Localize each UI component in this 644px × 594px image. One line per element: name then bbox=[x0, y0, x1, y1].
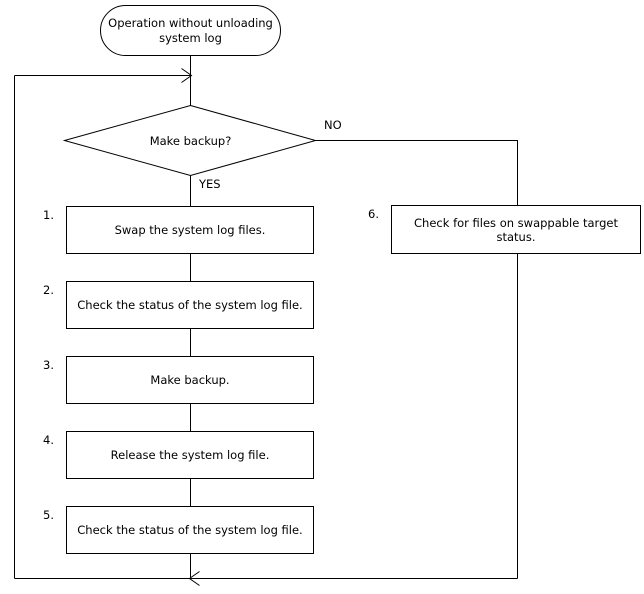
arrowhead-loop-right bbox=[181, 68, 193, 83]
step-number-1: 1. bbox=[43, 208, 54, 222]
step-label-3: Make backup. bbox=[150, 373, 230, 387]
connector-no-to-step6 bbox=[315, 140, 518, 206]
step-box-2 bbox=[66, 281, 314, 329]
step-label-6: Check for files on swappable target stat… bbox=[414, 215, 618, 244]
step-box-3 bbox=[66, 356, 314, 404]
step-number-5: 5. bbox=[43, 508, 54, 522]
decision-label: Make backup? bbox=[149, 133, 232, 148]
step-label-4: Release the system log file. bbox=[110, 448, 270, 462]
step-box-4 bbox=[66, 431, 314, 479]
step-label-5: Check the status of the system log file. bbox=[77, 523, 303, 537]
step-box-1 bbox=[66, 206, 314, 254]
step-box-6 bbox=[391, 205, 641, 254]
decision-no-label: NO bbox=[324, 118, 342, 132]
decision-yes-label: YES bbox=[199, 177, 221, 191]
step-number-4: 4. bbox=[43, 433, 54, 447]
step-number-6: 6. bbox=[368, 207, 379, 221]
step-label-1: Swap the system log files. bbox=[114, 223, 266, 237]
terminator-label: Operation without unloading system log bbox=[108, 15, 273, 45]
step-label-2: Check the status of the system log file. bbox=[77, 298, 303, 312]
step-number-3: 3. bbox=[43, 358, 54, 372]
step-box-5 bbox=[66, 506, 314, 554]
step-number-2: 2. bbox=[43, 283, 54, 297]
